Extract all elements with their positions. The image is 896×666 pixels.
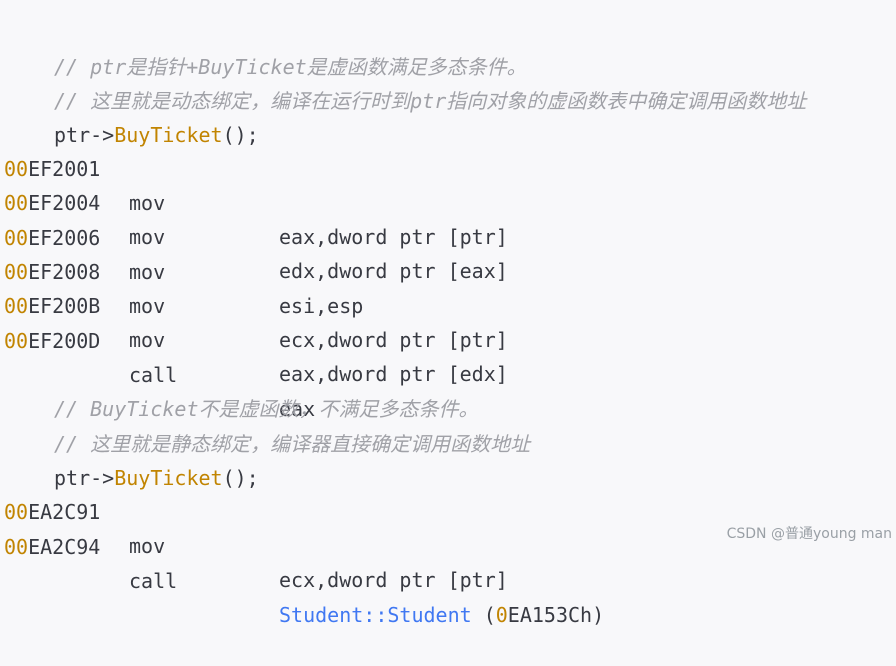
call-function: BuyTicket: [114, 466, 223, 490]
call-arg-open: (: [471, 603, 496, 627]
asm-operands: edx,dword ptr [eax]: [279, 259, 508, 283]
call-arg-close: ): [592, 603, 605, 627]
address-prefix: 00: [4, 157, 29, 181]
call-arg-rest: EA153Ch: [507, 603, 593, 627]
address-rest: EF200B: [28, 294, 101, 318]
source-call-line: ptr->BuyTicket();: [0, 84, 259, 147]
call-function: BuyTicket: [114, 123, 223, 147]
code-comment: // BuyTicket不是虚函数，不满足多态条件。: [54, 397, 479, 421]
comment-line: // 这里就是动态绑定，编译在运行时到ptr指向对象的虚函数表中确定调用函数地址: [0, 50, 806, 113]
address-rest: EF2004: [28, 191, 101, 215]
asm-address: 00EF200D: [4, 324, 100, 358]
asm-opcode: mov: [129, 294, 166, 318]
call-tail: ();: [222, 123, 259, 147]
asm-address: 00EF2006: [4, 221, 100, 255]
source-statement: ptr->BuyTicket();: [54, 461, 259, 495]
asm-line: 00EF200B mov eax,dword ptr [edx]: [0, 255, 508, 386]
address-rest: EA2C94: [28, 535, 101, 559]
code-block: // ptr是指针+BuyTicket是虚函数满足多态条件。 // 这里就是动态…: [0, 16, 892, 627]
comment-line: // 这里就是静态绑定，编译器直接确定调用函数地址: [0, 393, 530, 456]
asm-opcode: mov: [129, 225, 166, 249]
asm-operands: ecx,dword ptr [ptr]: [279, 568, 508, 592]
address-rest: EF200D: [28, 329, 101, 353]
address-rest: EA2C91: [28, 500, 101, 524]
asm-address: 00EA2C91: [4, 495, 100, 529]
asm-opcode: mov: [129, 328, 166, 352]
call-object: ptr->: [54, 466, 115, 490]
source-call-line: ptr->BuyTicket();: [0, 427, 259, 490]
asm-line: 00EA2C94 call Student::Student (0EA153Ch…: [0, 496, 604, 627]
address-rest: EF2008: [28, 260, 101, 284]
address-rest: EF2006: [28, 226, 101, 250]
call-arg-prefix: 0: [495, 603, 508, 627]
call-object: ptr->: [54, 123, 115, 147]
asm-line: 00EF2008 mov ecx,dword ptr [ptr]: [0, 221, 508, 352]
csdn-watermark: CSDN @普通young man: [726, 526, 892, 542]
address-prefix: 00: [4, 191, 29, 215]
asm-operands: Student::Student (0EA153Ch): [279, 598, 604, 632]
asm-address: 00EF2004: [4, 186, 100, 220]
asm-line: 00EA2C91 mov ecx,dword ptr [ptr]: [0, 461, 508, 592]
asm-address: 00EA2C94: [4, 530, 100, 564]
address-rest: EF2001: [28, 157, 101, 181]
call-target-symbol: Student::Student: [279, 603, 472, 627]
asm-operands: eax,dword ptr [edx]: [279, 362, 508, 386]
asm-opcode: call: [129, 363, 178, 387]
asm-opcode: mov: [129, 260, 166, 284]
asm-address: 00EF2008: [4, 255, 100, 289]
asm-opcode: mov: [129, 534, 166, 558]
asm-address: 00EF2001: [4, 152, 100, 186]
call-tail: ();: [222, 466, 259, 490]
source-statement: ptr->BuyTicket();: [54, 118, 259, 152]
address-prefix: 00: [4, 294, 29, 318]
asm-line: 00EF2001 mov eax,dword ptr [ptr]: [0, 118, 508, 249]
asm-operands: ecx,dword ptr [ptr]: [279, 328, 508, 352]
asm-line: 00EF2004 mov edx,dword ptr [eax]: [0, 152, 508, 283]
address-prefix: 00: [4, 260, 29, 284]
asm-opcode: call: [129, 569, 178, 593]
address-prefix: 00: [4, 535, 29, 559]
asm-line: 00EF2006 mov esi,esp: [0, 187, 363, 318]
code-comment: // 这里就是动态绑定，编译在运行时到ptr指向对象的虚函数表中确定调用函数地址: [54, 89, 807, 113]
asm-address: 00EF200B: [4, 289, 100, 323]
address-prefix: 00: [4, 329, 29, 353]
comment-line: // ptr是指针+BuyTicket是虚函数满足多态条件。: [0, 16, 527, 79]
code-comment: // 这里就是静态绑定，编译器直接确定调用函数地址: [54, 432, 531, 456]
asm-line: 00EF200D call eax: [0, 290, 315, 421]
comment-line: // BuyTicket不是虚函数，不满足多态条件。: [0, 358, 479, 421]
address-prefix: 00: [4, 500, 29, 524]
asm-operands: esi,esp: [279, 294, 364, 318]
code-comment: // ptr是指针+BuyTicket是虚函数满足多态条件。: [54, 55, 527, 79]
asm-operands: eax: [279, 397, 316, 421]
address-prefix: 00: [4, 226, 29, 250]
asm-opcode: mov: [129, 191, 166, 215]
asm-operands: eax,dword ptr [ptr]: [279, 225, 508, 249]
